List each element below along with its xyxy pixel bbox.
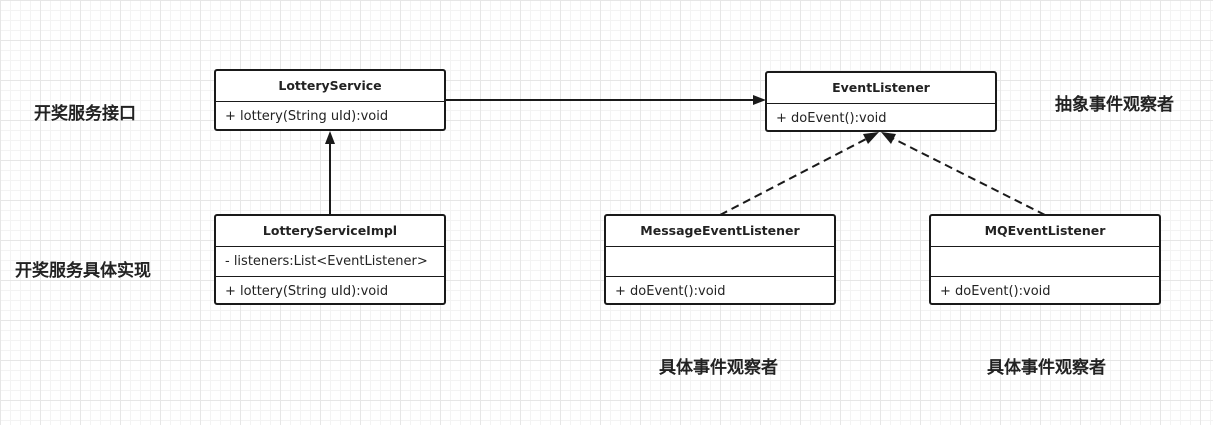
edge-mq-to-listener bbox=[891, 137, 1046, 216]
class-event-listener[interactable]: EventListener + doEvent():void bbox=[765, 71, 997, 132]
class-method: + doEvent():void bbox=[940, 284, 1051, 299]
class-name: LotteryServiceImpl bbox=[216, 216, 444, 247]
note-abstract-observer: 抽象事件观察者 bbox=[1055, 95, 1174, 115]
class-field: - listeners:List<EventListener> bbox=[216, 247, 444, 277]
class-method: + doEvent():void bbox=[776, 111, 887, 126]
class-fields-empty bbox=[931, 247, 1159, 277]
class-name: LotteryService bbox=[216, 71, 444, 102]
class-fields-empty bbox=[606, 247, 834, 277]
class-method: + lottery(String uId):void bbox=[225, 109, 389, 124]
note-concrete-observer-mq: 具体事件观察者 bbox=[987, 358, 1106, 378]
class-method: + doEvent():void bbox=[615, 284, 726, 299]
class-name: EventListener bbox=[767, 73, 995, 104]
arrowhead-impl-to-service bbox=[325, 131, 335, 144]
note-service-impl: 开奖服务具体实现 bbox=[15, 261, 151, 281]
class-name: MQEventListener bbox=[931, 216, 1159, 247]
class-message-event-listener[interactable]: MessageEventListener + doEvent():void bbox=[604, 214, 836, 305]
class-lottery-service[interactable]: LotteryService + lottery(String uId):voi… bbox=[214, 69, 446, 131]
edge-message-to-listener bbox=[719, 137, 869, 216]
note-concrete-observer-message: 具体事件观察者 bbox=[659, 358, 778, 378]
class-method: + lottery(String uId):void bbox=[225, 284, 389, 299]
arrowhead-service-to-listener bbox=[753, 95, 766, 105]
class-name: MessageEventListener bbox=[606, 216, 834, 247]
note-service-interface: 开奖服务接口 bbox=[34, 104, 136, 124]
class-lottery-service-impl[interactable]: LotteryServiceImpl - listeners:List<Even… bbox=[214, 214, 446, 305]
arrowhead-mq-to-listener bbox=[881, 132, 896, 144]
class-mq-event-listener[interactable]: MQEventListener + doEvent():void bbox=[929, 214, 1161, 305]
arrowhead-message-to-listener bbox=[863, 132, 879, 144]
